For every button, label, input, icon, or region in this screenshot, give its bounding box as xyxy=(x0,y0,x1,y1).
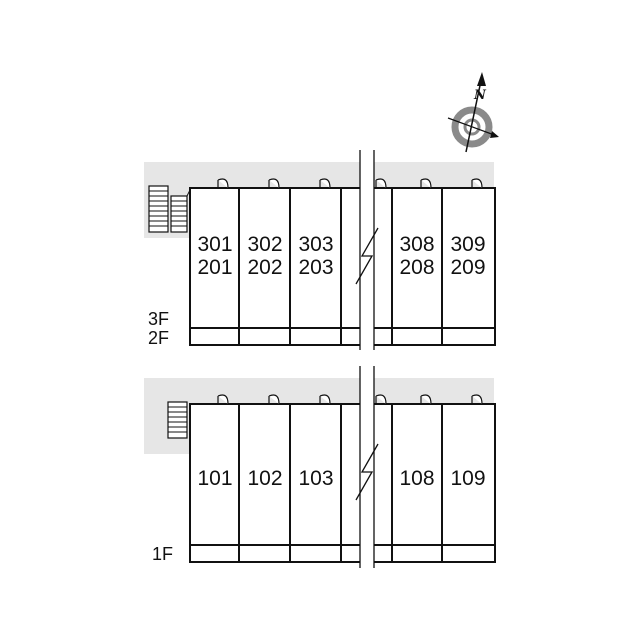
break-mark-icon xyxy=(355,443,379,501)
door-icon xyxy=(217,394,483,405)
unit-label: 102 xyxy=(247,467,282,490)
break-mark-icon xyxy=(355,227,379,285)
unit-label: 201 xyxy=(197,256,232,279)
compass-rose-icon xyxy=(447,72,499,153)
door-icon xyxy=(217,178,483,189)
unit-label: 302 xyxy=(247,233,282,256)
unit-label: 202 xyxy=(247,256,282,279)
unit-label: 203 xyxy=(298,256,333,279)
upper-block xyxy=(144,150,496,350)
floor-label: 3F xyxy=(148,309,169,329)
unit-label: 301 xyxy=(197,233,232,256)
floor-label: 1F xyxy=(152,544,173,564)
unit-label: 303 xyxy=(298,233,333,256)
unit-label: 309 xyxy=(450,233,485,256)
unit-label: 209 xyxy=(450,256,485,279)
unit-label: 308 xyxy=(399,233,434,256)
corridor xyxy=(144,378,494,404)
unit-label: 101 xyxy=(197,467,232,490)
unit-label: 108 xyxy=(399,467,434,490)
staircase-icon xyxy=(167,401,188,439)
floor-label: 2F xyxy=(148,328,169,348)
break-gap xyxy=(360,366,374,568)
staircase-icon xyxy=(148,185,191,233)
lower-block xyxy=(144,366,496,568)
unit-label: 109 xyxy=(450,467,485,490)
break-gap xyxy=(360,150,374,350)
unit-label: 208 xyxy=(399,256,434,279)
corridor xyxy=(144,162,494,188)
unit-label: 103 xyxy=(298,467,333,490)
north-label: N xyxy=(473,88,487,103)
